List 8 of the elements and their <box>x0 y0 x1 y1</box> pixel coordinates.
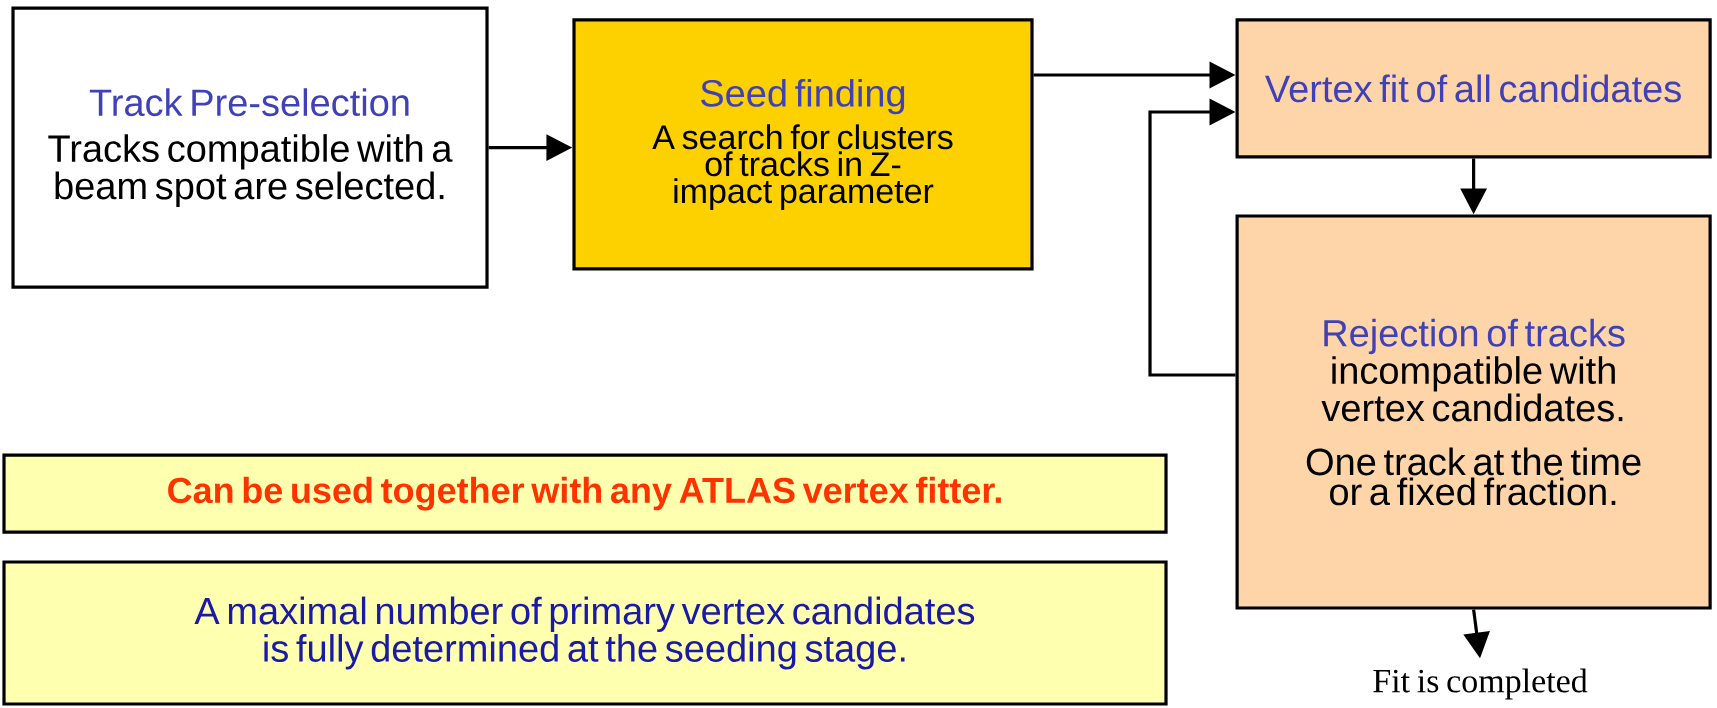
process-box: Rejection of tracks incompatible with vertex candidates. One track at the time or a fixed fraction. <box>1235 214 1712 610</box>
process-box: Track Pre-selection Tracks compatible with a beam spot are selected. <box>11 6 489 289</box>
note-box: Can be used together with any ATLAS vertex fitter. <box>2 453 1168 534</box>
note-box: A maximal number of primary vertex candidates is fully determined at the seeding stage. <box>2 560 1168 706</box>
arrow <box>1148 98 1236 377</box>
process-box: Vertex fit of all candidates <box>1235 18 1712 159</box>
result-text: Fit is completed <box>1373 668 1588 700</box>
process-box: Seed finding A search for clusters of tracks in Z-impact parameter <box>572 18 1034 271</box>
